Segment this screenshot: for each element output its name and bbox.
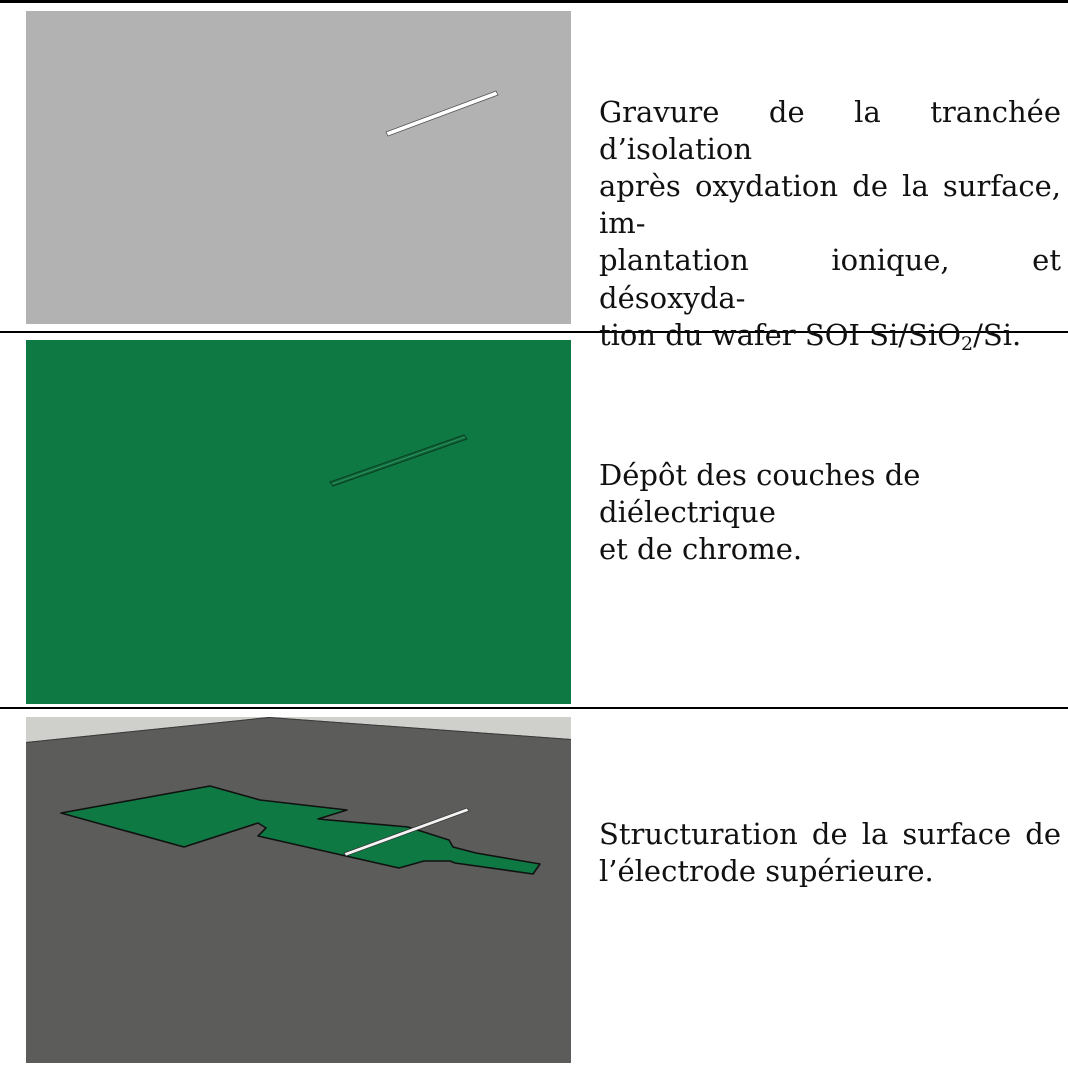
figure-trench-etch <box>26 11 571 324</box>
caption-line: Gravure de la tranchée d’isolation <box>599 95 1061 167</box>
caption-line: plantation ionique, et désoxyda- <box>599 243 1061 315</box>
caption-line: Dépôt des couches de diélectrique <box>599 458 921 530</box>
caption-text: /Si. <box>973 317 1022 352</box>
row-divider-1 <box>0 331 1068 333</box>
caption-text: tion du wafer SOI Si/SiO <box>599 317 961 352</box>
figure-electrode-structuring <box>26 717 571 1063</box>
caption-line: après oxydation de la surface, im- <box>599 169 1061 241</box>
caption-line: tion du wafer SOI Si/SiO2/Si. <box>599 317 1061 356</box>
row-divider-2 <box>0 707 1068 709</box>
table-top-rule <box>0 0 1068 3</box>
caption-step-3: Structuration de la surface de l’électro… <box>599 816 1061 890</box>
figure-dielectric-deposit <box>26 340 571 704</box>
subscript: 2 <box>960 332 974 355</box>
caption-step-1: Gravure de la tranchée d’isolation après… <box>599 94 1061 356</box>
caption-line: Structuration de la surface de <box>599 817 1061 851</box>
caption-line: et de chrome. <box>599 532 803 567</box>
caption-step-2: Dépôt des couches de diélectrique et de … <box>599 457 1061 568</box>
caption-line: l’électrode supérieure. <box>599 854 934 889</box>
